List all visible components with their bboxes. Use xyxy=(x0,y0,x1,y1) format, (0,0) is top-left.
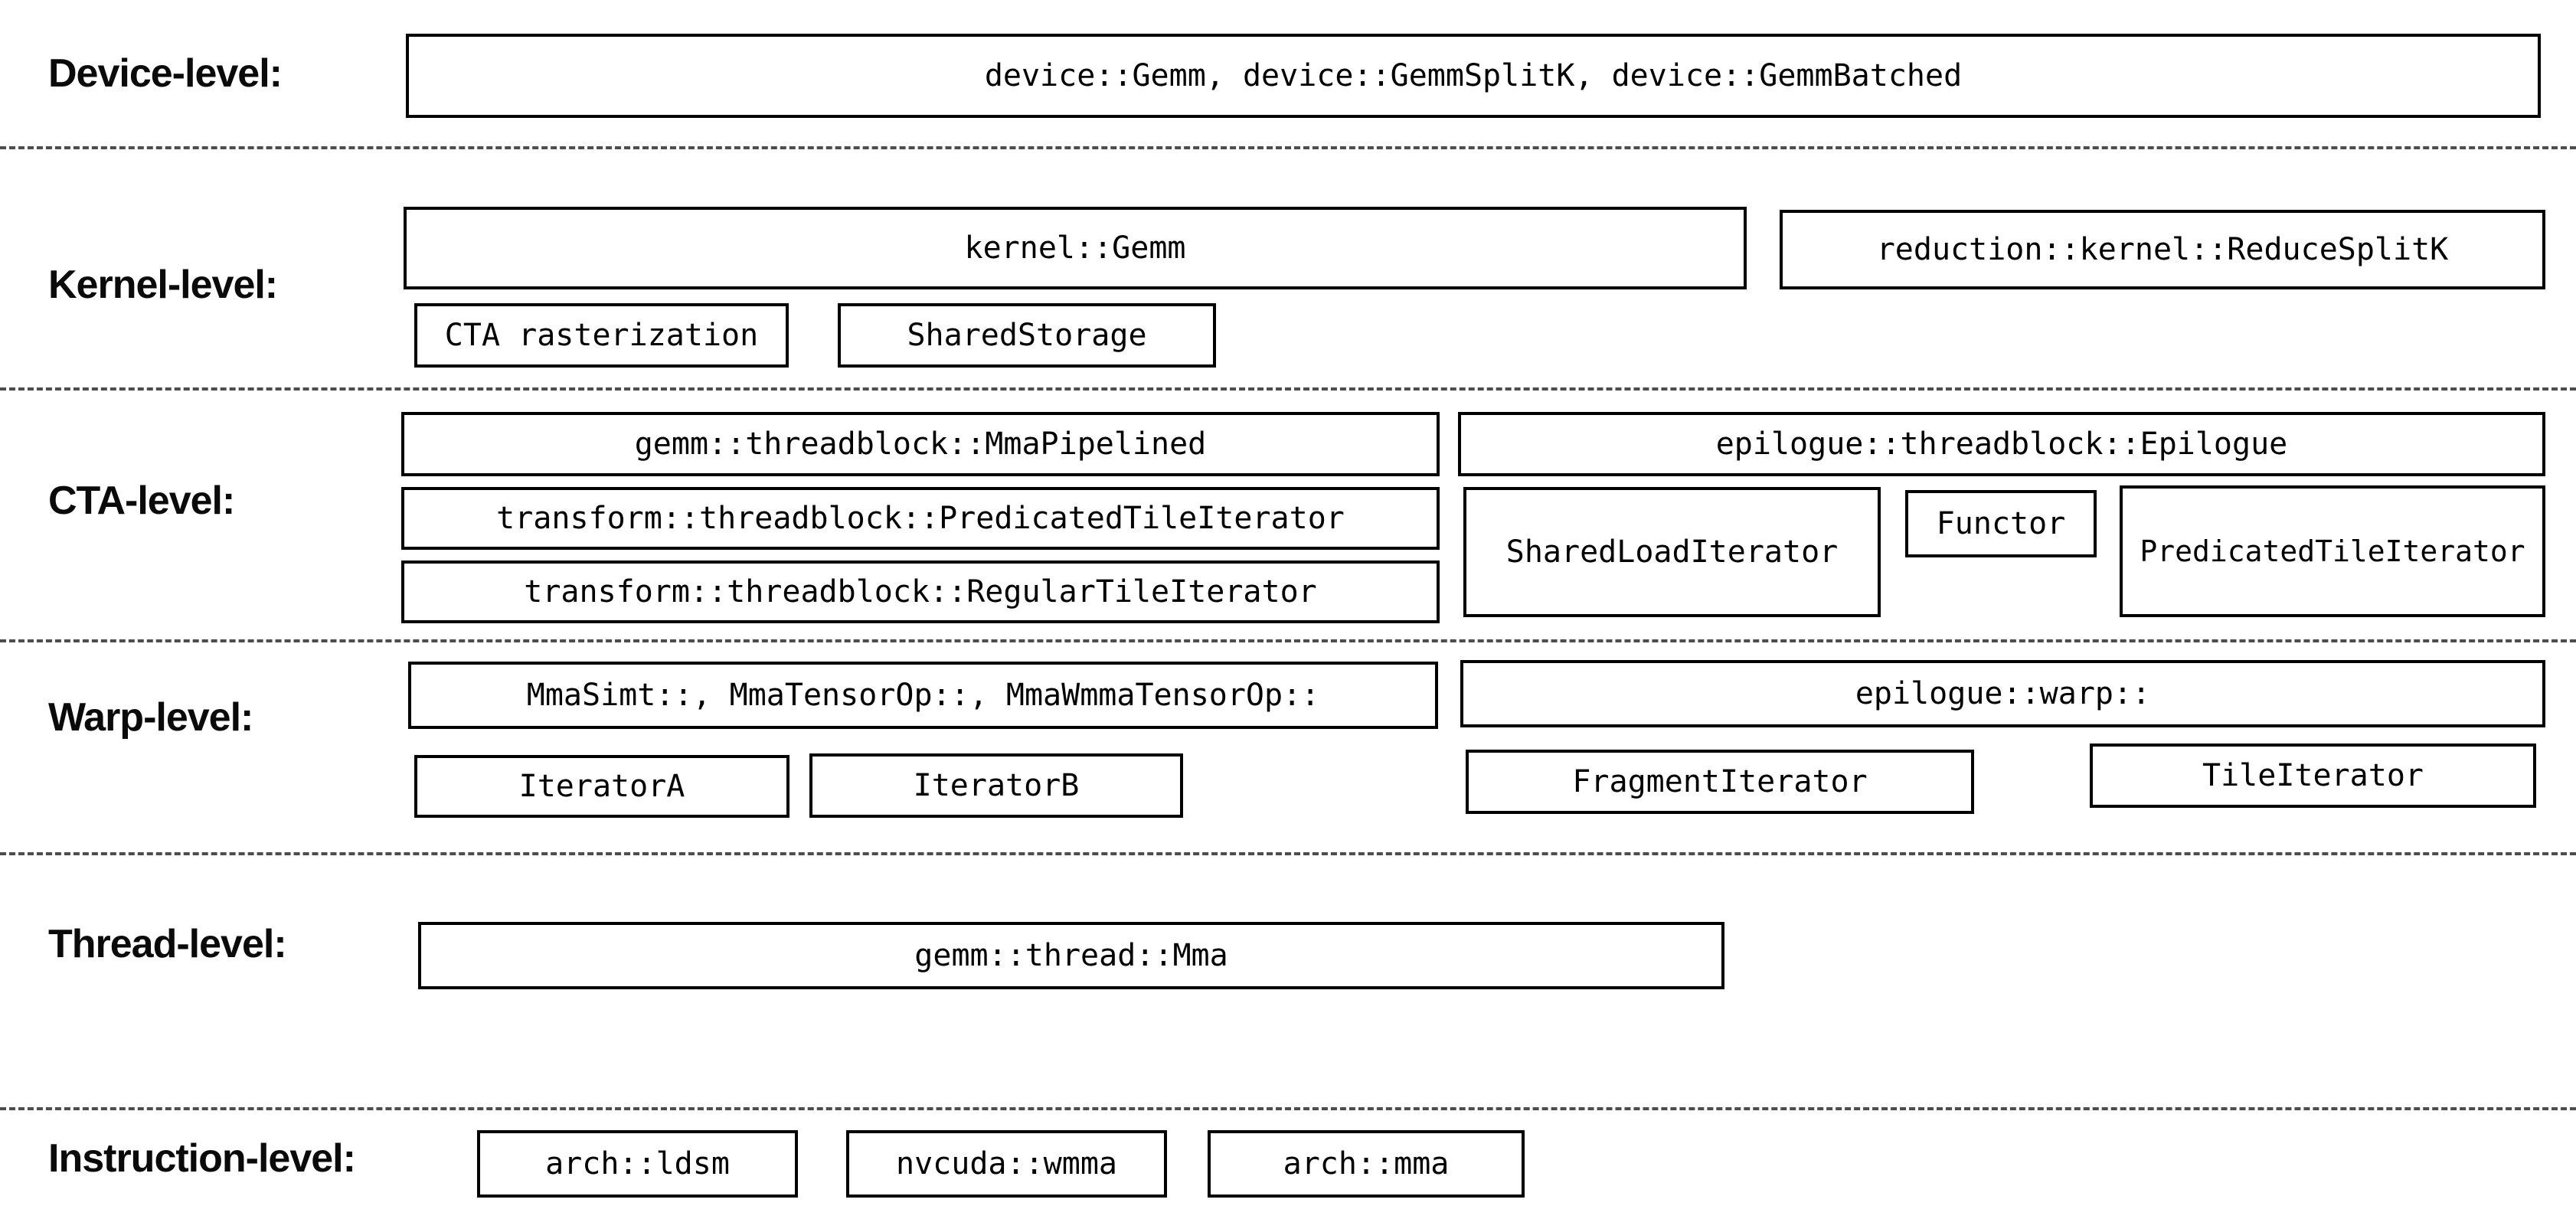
box-shared-load-iterator: SharedLoadIterator xyxy=(1463,487,1881,617)
box-thread-mma: gemm::thread::Mma xyxy=(418,922,1724,989)
box-predicated-tile-iterator: PredicatedTileIterator xyxy=(2120,485,2545,617)
box-kernel-gemm: kernel::Gemm xyxy=(404,207,1747,289)
box-nvcuda-wmma: nvcuda::wmma xyxy=(846,1130,1167,1198)
box-cta-rasterization: CTA rasterization xyxy=(414,303,789,368)
level-label-device: Device-level: xyxy=(48,51,283,96)
box-arch-mma: arch::mma xyxy=(1208,1130,1525,1198)
box-epilogue-warp: epilogue::warp:: xyxy=(1460,660,2545,727)
box-regular-tile-iterator: transform::threadblock::RegularTileItera… xyxy=(401,560,1440,623)
box-device-gemm: device::Gemm, device::GemmSplitK, device… xyxy=(406,34,2541,118)
separator-device-kernel xyxy=(0,146,2576,149)
box-threadblock-epilogue: epilogue::threadblock::Epilogue xyxy=(1458,412,2545,476)
box-shared-storage: SharedStorage xyxy=(838,303,1216,368)
separator-warp-thread xyxy=(0,852,2576,855)
level-label-warp: Warp-level: xyxy=(48,695,253,740)
box-mma-pipelined: gemm::threadblock::MmaPipelined xyxy=(401,412,1440,476)
box-functor: Functor xyxy=(1905,490,2097,557)
separator-cta-warp xyxy=(0,639,2576,642)
box-iterator-a: IteratorA xyxy=(414,755,789,818)
box-fragment-iterator: FragmentIterator xyxy=(1466,750,1974,814)
box-arch-ldsm: arch::ldsm xyxy=(477,1130,798,1198)
box-warp-mma-ops: MmaSimt::, MmaTensorOp::, MmaWmmaTensorO… xyxy=(408,662,1438,729)
box-tile-iterator: TileIterator xyxy=(2090,743,2536,808)
box-iterator-b: IteratorB xyxy=(809,753,1183,818)
level-label-instruction: Instruction-level: xyxy=(48,1136,356,1181)
level-label-thread: Thread-level: xyxy=(48,922,287,966)
box-transform-predicated-tile-iterator: transform::threadblock::PredicatedTileIt… xyxy=(401,487,1440,550)
separator-thread-instruction xyxy=(0,1107,2576,1110)
level-label-cta: CTA-level: xyxy=(48,479,235,523)
box-reduction-kernel-reduce-splitk: reduction::kernel::ReduceSplitK xyxy=(1780,210,2545,289)
separator-kernel-cta xyxy=(0,387,2576,391)
level-label-kernel: Kernel-level: xyxy=(48,263,278,307)
